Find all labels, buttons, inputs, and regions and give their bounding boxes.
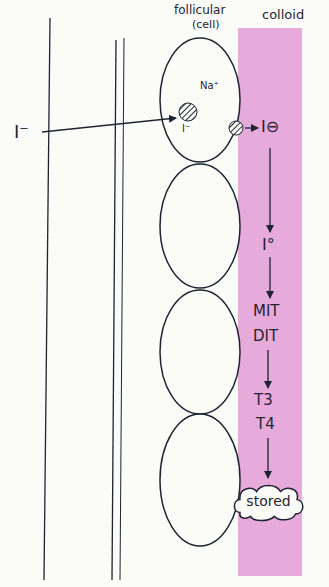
ion-label: I⊖: [261, 118, 279, 136]
follicular-cell: [160, 414, 240, 546]
flow-arrow: [267, 350, 268, 388]
cloud-shape: stored: [231, 482, 306, 522]
flow-arrow: [269, 257, 270, 298]
follicular-cell: [160, 38, 240, 162]
flow-arrow: [269, 148, 270, 232]
boundary-line: [120, 38, 124, 580]
transporter-symbol: [229, 121, 243, 135]
hormone-label: T3: [254, 392, 273, 409]
hormone-label: MIT: [253, 303, 280, 320]
cell-label: follicular: [174, 4, 225, 17]
flow-arrow: [267, 438, 268, 478]
ion-label: Na⁺: [200, 80, 219, 91]
follicular-cell: [160, 290, 240, 414]
boundary-line: [44, 18, 50, 580]
follicular-cell: [160, 164, 240, 288]
cell-label: (cell): [192, 19, 220, 31]
flow-arrow: [42, 118, 176, 132]
node-text: stored: [234, 486, 302, 517]
transporter-symbol: [179, 103, 197, 121]
ion-label: I°: [262, 236, 275, 254]
boundary-line: [112, 40, 116, 580]
hormone-label: DIT: [253, 328, 278, 345]
flow-arrow: [245, 127, 258, 128]
ion-label: I⁻: [182, 123, 190, 134]
region-label: colloid: [262, 8, 304, 22]
ion-label: I⁻: [14, 122, 29, 142]
hormone-label: T4: [256, 416, 275, 433]
